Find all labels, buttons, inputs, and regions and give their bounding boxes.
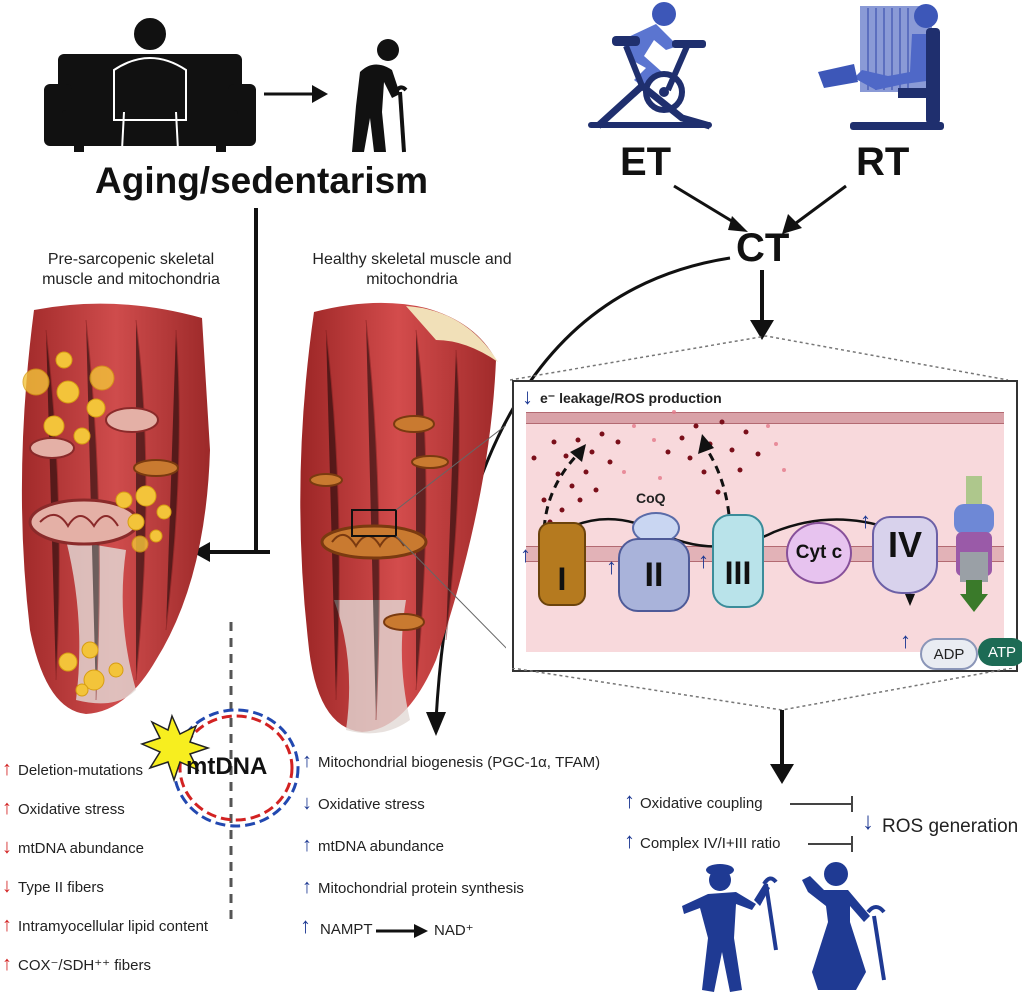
left-effect-item: ↑ Intramyocellular lipid content	[2, 914, 208, 937]
coq-label: CoQ	[636, 490, 666, 506]
mtdna-label: mtDNA	[186, 753, 268, 780]
left-effect-item: ↑ Deletion-mutations	[2, 758, 143, 781]
up-arrow-icon: ↑	[302, 750, 312, 772]
left-effect-item: ↑ Oxidative stress	[2, 797, 125, 820]
up-arrow-icon: ↑	[2, 953, 12, 975]
left-effect-text: Deletion-mutations	[18, 762, 144, 779]
et-label: ET	[620, 140, 672, 184]
left-effect-text: Type II fibers	[18, 879, 104, 896]
up-arrow-icon: ↑	[2, 914, 12, 936]
nampt-row: ↑ NAMPT NAD⁺	[300, 913, 490, 947]
section-divider	[229, 622, 233, 922]
complex-iii-label: III	[724, 555, 752, 591]
left-effect-text: COX⁻/SDH⁺⁺ fibers	[18, 957, 151, 974]
aging-connector-arrow	[192, 208, 270, 562]
complex-iii-up-arrow: ↑	[698, 548, 709, 573]
up-arrow-icon: ↑	[2, 758, 12, 780]
middle-effect-text: Mitochondrial protein synthesis	[318, 880, 524, 897]
sofa-sitting-person-icon	[44, 16, 256, 152]
inhibition-lines	[790, 796, 853, 852]
complex-ii-label: II	[644, 555, 664, 594]
ct-label: CT	[736, 226, 790, 270]
etc-diagram: ↓ e⁻ leakage/ROS production I ↑ CoQ II ↑	[512, 380, 1022, 672]
middle-effect-item: ↑ mtDNA abundance	[302, 834, 444, 857]
rt-label: RT	[856, 140, 910, 184]
aging-sedentarism-title: Aging/sedentarism	[95, 160, 429, 201]
elderly-person-cane-icon	[352, 39, 408, 153]
left-effect-item: ↑ COX⁻/SDH⁺⁺ fibers	[2, 953, 151, 976]
left-effect-text: Intramyocellular lipid content	[18, 918, 209, 935]
left-effect-item: ↓ mtDNA abundance	[2, 836, 144, 859]
right-arrow-icon	[264, 85, 328, 103]
complex-ii: II	[618, 538, 690, 612]
ros-particles	[531, 410, 915, 606]
up-arrow-icon: ↑	[302, 834, 312, 856]
nampt-label: NAMPT	[320, 921, 373, 938]
healthy-muscle-illustration	[300, 302, 506, 734]
ros-production-label: e⁻ leakage/ROS production	[540, 390, 722, 406]
complex-i-up-arrow: ↑	[520, 542, 531, 567]
ros-generation-label: ROS generation	[882, 816, 1019, 837]
cyt-c-label: Cyt c	[795, 542, 843, 563]
complex-iii: III	[712, 514, 764, 608]
cytochrome-c: Cyt c	[786, 522, 852, 584]
middle-effect-text: Mitochondrial biogenesis (PGC-1α, TFAM)	[318, 754, 601, 771]
down-arrow-icon: ↓	[302, 792, 312, 814]
middle-effect-text: Oxidative stress	[318, 796, 425, 813]
dancing-elderly-couple-icon	[682, 862, 886, 992]
complex-ratio-label: Complex IV/I+III ratio	[640, 835, 781, 852]
left-effect-item: ↓ Type II fibers	[2, 875, 104, 898]
mtdna-circle-icon	[139, 708, 300, 828]
healthy-muscle-label: Healthy skeletal muscle and mitochondria	[312, 251, 512, 288]
adp-pill: ADP	[920, 638, 978, 670]
oxidative-coupling-up-arrow: ↑	[624, 788, 635, 813]
nampt-to-nad-arrow	[376, 924, 428, 938]
complex-iv-up-arrow: ↑	[860, 508, 871, 533]
middle-effect-item: ↑ Mitochondrial biogenesis (PGC-1α, TFAM)	[302, 750, 600, 773]
middle-effect-item: ↓ Oxidative stress	[302, 792, 425, 815]
endurance-training-bike-icon	[588, 2, 712, 130]
adp-up-arrow: ↑	[900, 628, 911, 653]
left-effect-text: mtDNA abundance	[18, 840, 144, 857]
complex-iv: IV	[872, 516, 938, 594]
middle-effect-text: mtDNA abundance	[318, 838, 444, 855]
et-rt-to-ct-arrows	[673, 184, 847, 234]
complex-i-label: I	[557, 561, 567, 597]
outer-membrane	[526, 412, 1004, 424]
atp-pill: ATP	[978, 638, 1022, 666]
nad-label: NAD⁺	[434, 922, 474, 939]
pre-sarcopenic-label: Pre-sarcopenic skeletal muscle and mitoc…	[42, 251, 220, 288]
complex-ii-up-arrow: ↑	[606, 554, 617, 579]
oxidative-coupling-label: Oxidative coupling	[640, 795, 763, 812]
pre-sarcopenic-muscle-illustration	[21, 303, 211, 714]
atp-synthase-icon	[954, 476, 994, 612]
down-arrow-icon: ↓	[2, 875, 12, 897]
mito-zoom-connector	[510, 335, 1009, 381]
ct-down-arrow	[750, 270, 774, 340]
resistance-training-machine-icon	[818, 4, 944, 130]
complex-ratio-up-arrow: ↑	[624, 828, 635, 853]
complex-iv-label: IV	[887, 524, 922, 565]
up-arrow-icon: ↑	[302, 876, 312, 898]
down-arrow-icon: ↓	[522, 384, 533, 409]
complex-i: I	[538, 522, 586, 606]
middle-effect-item: ↑ Mitochondrial protein synthesis	[302, 876, 524, 899]
ros-generation-down-arrow: ↓	[862, 808, 874, 835]
box-bottom-connector	[512, 668, 1013, 784]
down-arrow-icon: ↓	[2, 836, 12, 858]
left-effect-text: Oxidative stress	[18, 801, 125, 818]
up-arrow-icon: ↑	[2, 797, 12, 819]
nampt-up-arrow: ↑	[300, 913, 311, 938]
